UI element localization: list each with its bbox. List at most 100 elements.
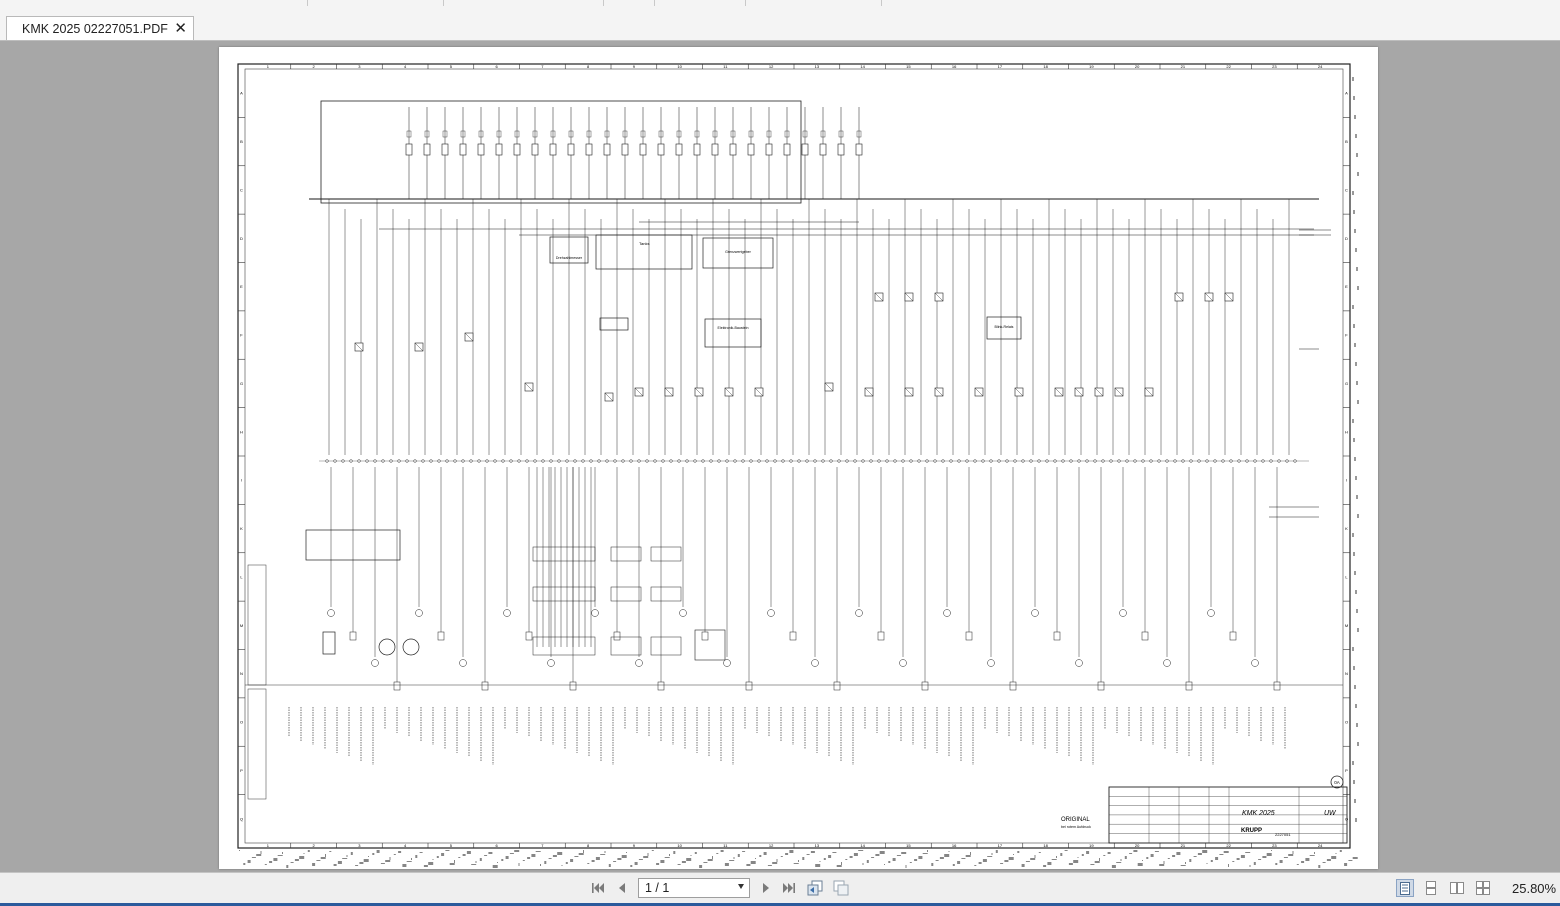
legend-box-lower — [247, 688, 267, 800]
terminal — [1053, 459, 1057, 463]
column-number: 9 — [633, 843, 636, 848]
tab-label: KMK 2025 02227051.PDF — [22, 21, 168, 36]
scan-speck — [1159, 864, 1165, 866]
terminal — [1253, 459, 1257, 463]
scan-speck — [660, 860, 665, 863]
drawing-inner-frame — [244, 68, 1344, 844]
title-drawing-number: 2227051 — [1275, 832, 1291, 837]
page-number-select[interactable]: 1 / 1 — [638, 878, 750, 898]
scan-speck — [1356, 495, 1358, 499]
next-page-icon[interactable] — [758, 880, 774, 896]
terminal — [909, 459, 913, 463]
scan-speck — [1038, 852, 1041, 853]
scan-speck — [995, 850, 998, 853]
fuse-label — [748, 130, 754, 138]
column-number: 3 — [358, 843, 361, 848]
scan-speck — [1030, 858, 1036, 860]
column-number: 20 — [1135, 64, 1140, 69]
chevron-down-icon — [738, 884, 744, 889]
scan-speck — [1357, 172, 1359, 176]
fuse-symbol — [621, 143, 629, 156]
terminal — [797, 459, 801, 463]
scan-speck — [1043, 865, 1047, 867]
scan-speck — [316, 860, 321, 861]
scan-speck — [1356, 267, 1358, 271]
scan-speck — [819, 861, 821, 862]
column-number: 20 — [1135, 843, 1140, 848]
legend-box-upper — [247, 564, 267, 686]
scan-speck — [1352, 305, 1354, 309]
history-back-icon[interactable] — [807, 880, 823, 896]
terminal — [357, 459, 361, 463]
scan-speck — [1354, 571, 1356, 575]
terminal — [1061, 459, 1065, 463]
scan-speck — [853, 853, 858, 856]
scan-speck — [595, 857, 600, 860]
scan-speck — [1348, 860, 1353, 861]
scan-speck — [1354, 799, 1356, 803]
relay-diagonal — [864, 387, 874, 397]
column-number: 6 — [496, 64, 499, 69]
scan-speck — [359, 862, 364, 864]
column-number: 24 — [1318, 64, 1323, 69]
fuse-symbol — [693, 143, 701, 156]
scan-speck — [518, 863, 520, 866]
row-letter: D — [240, 236, 243, 241]
scan-speck — [733, 857, 735, 859]
terminal — [597, 459, 601, 463]
scan-speck — [286, 865, 289, 868]
scan-speck — [914, 859, 918, 861]
continuous-facing-view-icon[interactable] — [1474, 879, 1492, 897]
single-page-view-icon[interactable] — [1396, 879, 1414, 897]
terminal — [1229, 459, 1233, 463]
column-number: 7 — [541, 843, 544, 848]
scan-speck — [471, 864, 477, 865]
scan-speck — [1133, 850, 1138, 852]
terminal — [477, 459, 481, 463]
continuous-view-icon[interactable] — [1422, 879, 1440, 897]
terminal — [901, 459, 905, 463]
scan-speck — [1353, 96, 1355, 100]
scan-speck — [1275, 863, 1278, 865]
terminal — [1125, 459, 1129, 463]
column-number: 7 — [541, 64, 544, 69]
tab-document[interactable]: KMK 2025 02227051.PDF ✕ — [6, 16, 194, 40]
scan-speck — [875, 854, 880, 856]
scan-speck — [802, 857, 805, 860]
terminal — [757, 459, 761, 463]
scan-speck — [419, 852, 423, 853]
scan-speck — [1318, 865, 1321, 868]
previous-page-icon[interactable] — [614, 880, 630, 896]
first-page-icon[interactable] — [590, 880, 606, 896]
scan-speck — [866, 860, 869, 863]
terminal — [573, 459, 577, 463]
scan-speck — [1004, 860, 1009, 862]
scan-speck — [1309, 855, 1315, 856]
terminal — [1077, 459, 1081, 463]
last-page-icon[interactable] — [781, 880, 797, 896]
scan-speck — [1353, 324, 1355, 328]
scan-speck — [1279, 860, 1283, 863]
scan-speck — [905, 865, 907, 868]
relay-group-box — [305, 529, 401, 561]
device-symbol — [1251, 659, 1259, 667]
fuse-symbol — [477, 143, 485, 156]
facing-view-icon[interactable] — [1448, 879, 1466, 897]
terminal — [1293, 459, 1297, 463]
terminal — [629, 459, 633, 463]
scan-speck — [462, 854, 466, 856]
scan-speck — [909, 862, 912, 863]
terminal — [1117, 459, 1121, 463]
terminal — [1221, 459, 1225, 463]
close-icon[interactable]: ✕ — [174, 19, 187, 37]
scan-speck — [535, 851, 541, 852]
scan-speck — [299, 856, 305, 859]
device-symbol — [811, 659, 819, 667]
scan-speck — [858, 850, 864, 851]
terminal — [1181, 459, 1185, 463]
row-letter: Q — [240, 816, 243, 821]
zoom-level[interactable]: 25.80% — [1512, 881, 1557, 896]
history-forward-icon[interactable] — [833, 880, 849, 896]
scan-speck — [763, 852, 767, 855]
